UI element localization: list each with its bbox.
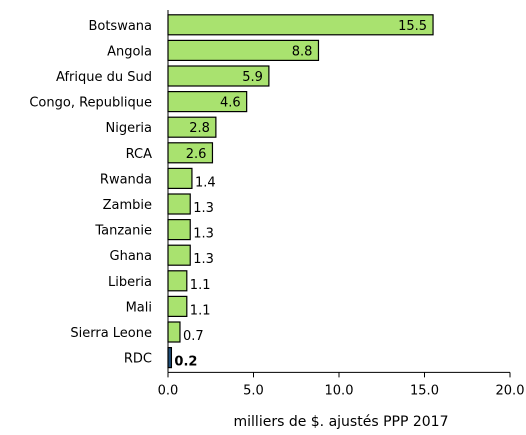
category-label: Angola [107,44,152,59]
bar-sierra-leone [167,321,181,343]
category-label: Mali [126,300,152,315]
x-axis: 0.0 5.0 10.0 15.0 20.0 [158,10,525,398]
bar-tanzanie [167,219,191,241]
bar-rwanda [167,167,193,189]
value-label: 2.6 [186,147,207,162]
value-label: 1.1 [190,278,211,293]
category-label: Nigeria [105,121,152,136]
value-label: 1.3 [193,252,214,267]
category-label: Sierra Leone [70,326,152,341]
value-label: 0.2 [174,355,197,370]
value-label: 1.3 [193,201,214,216]
value-label: 8.8 [292,44,313,59]
value-label: 2.8 [189,121,210,136]
category-label: RDC [124,352,152,367]
value-label: 1.4 [195,175,216,190]
value-label: 1.1 [190,303,211,318]
x-tick-label: 0.0 [158,383,179,398]
bar-ghana [167,244,191,266]
category-label: Botswana [88,19,152,34]
category-label: RCA [126,147,152,162]
category-label: Congo, Republique [29,96,152,111]
value-label: 1.3 [193,227,214,242]
category-label: Zambie [103,198,152,213]
x-tick-label: 5.0 [243,383,264,398]
bar-rdc [167,347,173,369]
x-tick-label: 10.0 [325,383,354,398]
category-label: Tanzanie [94,224,152,239]
x-tick-label: 15.0 [410,383,439,398]
bar-botswana [167,14,434,36]
category-label: Afrique du Sud [56,70,152,85]
bar-zambie [167,193,191,215]
category-label: Ghana [110,249,153,264]
category-label: Liberia [108,275,152,290]
value-label: 4.6 [220,96,241,111]
value-label: 15.5 [398,19,427,34]
value-label: 5.9 [242,70,263,85]
value-label: 0.7 [183,329,204,344]
category-label: Rwanda [100,172,152,187]
x-tick-label: 20.0 [496,383,525,398]
x-axis-title: milliers de $. ajustés PPP 2017 [234,414,449,430]
bar-mali [167,295,188,317]
value-labels: 15.5 8.8 5.94.6 2.8 2.6 1.4 1.3 1.3 1.3 1.1 1.1 0.7… [174,19,427,370]
bar-liberia [167,270,188,292]
